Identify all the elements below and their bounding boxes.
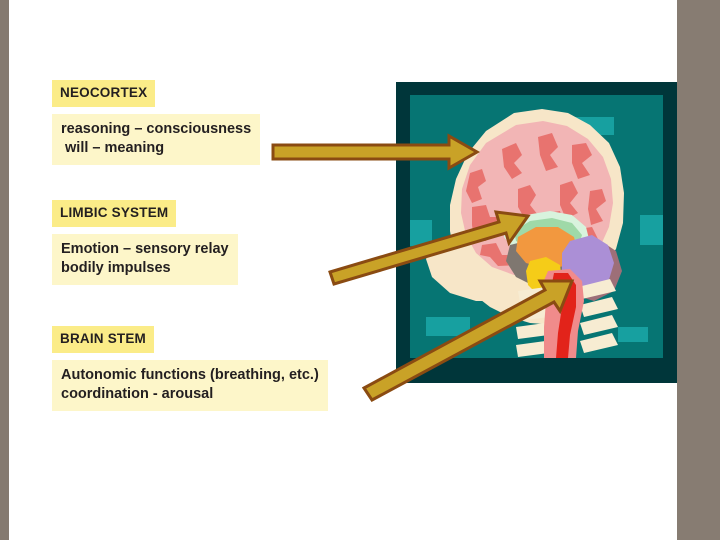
label-neocortex-description: reasoning – consciousness will – meaning — [52, 114, 261, 165]
brain-illustration-background — [410, 95, 663, 358]
brain-illustration-frame — [396, 82, 677, 383]
label-brain-stem-heading: BRAIN STEM — [52, 326, 154, 353]
label-brain-stem-description: Autonomic functions (breathing, etc.) co… — [52, 360, 328, 411]
label-limbic-system-heading: LIMBIC SYSTEM — [52, 200, 177, 227]
brain-sagittal-diagram — [426, 109, 624, 358]
label-neocortex-heading: NEOCORTEX — [52, 80, 156, 107]
accent-rect-bottom-right — [618, 327, 648, 342]
left-edge-band — [0, 0, 9, 540]
accent-rect-right — [640, 215, 663, 245]
label-limbic-system-description: Emotion – sensory relay bodily impulses — [52, 234, 238, 285]
right-edge-band — [677, 0, 720, 540]
